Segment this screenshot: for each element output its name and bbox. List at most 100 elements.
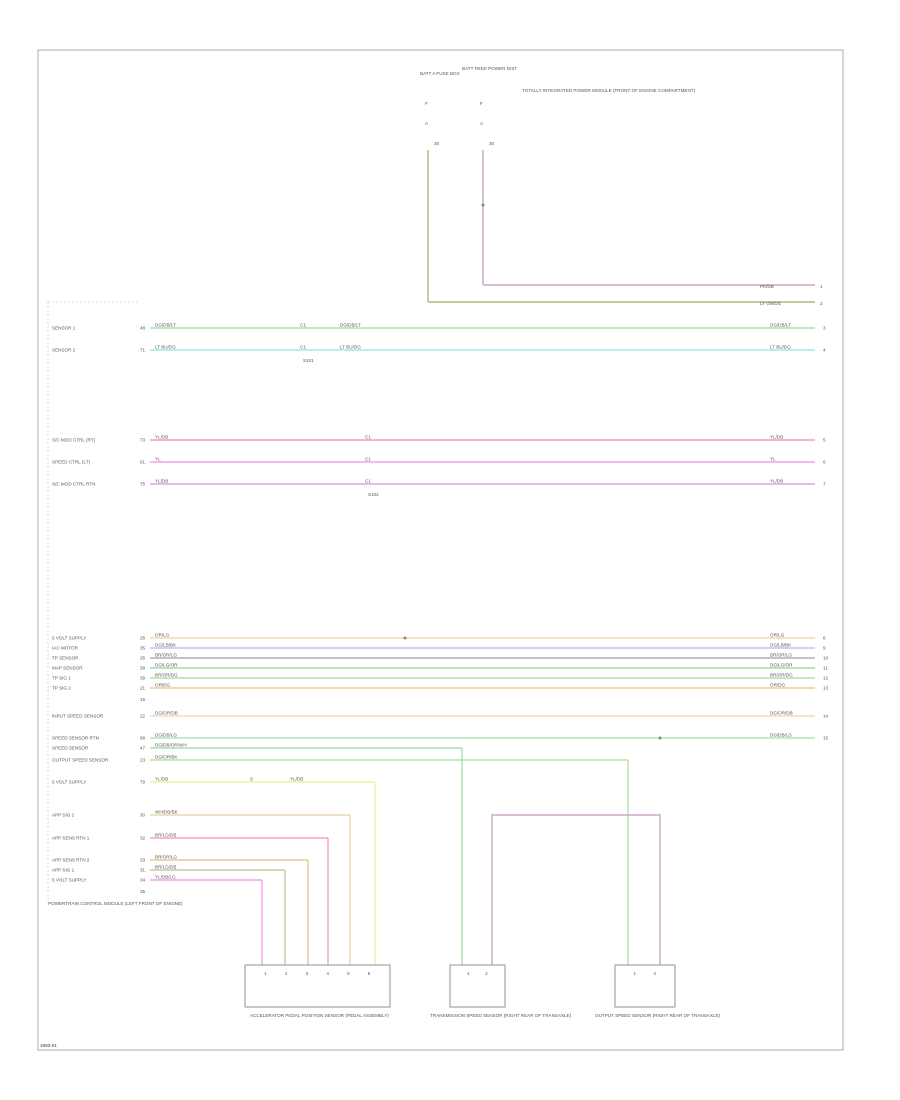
- sensor-1-mid: C1: [300, 323, 306, 328]
- ctrl-1-wire-label: YL/DB: [155, 435, 168, 440]
- ctrl-3-wire-right: YL/DB: [770, 479, 783, 484]
- output-sensor-label: OUTPUT SPEED SENSOR (RIGHT REAR OF TRANS…: [595, 1013, 721, 1018]
- pcm-4-pin: 38: [140, 666, 146, 671]
- app-4-label: APP SIG 1: [52, 868, 75, 873]
- input-2-wire-right: DG/DB/LG: [770, 733, 792, 738]
- pedal-pin-3: 3: [306, 971, 309, 976]
- input-1-wire-right: DG/OR/DB: [770, 711, 793, 716]
- feed-1-term: 1: [820, 284, 823, 289]
- pcm-1-wire-right: OR/LG: [770, 633, 785, 638]
- input-3-pin: 47: [140, 746, 146, 751]
- input-5-mid: S: [250, 777, 253, 782]
- input-2-term: 15: [823, 736, 829, 741]
- app-3-label: APP SENS RTN 2: [52, 858, 90, 863]
- top-note: TOTALLY INTEGRATED POWER MODULE (FRONT O…: [522, 88, 696, 93]
- sensor-2-label: SENSOR 2: [52, 348, 76, 353]
- input-2-pin: 68: [140, 736, 146, 741]
- pedal-pin-4: 4: [326, 971, 329, 976]
- feed-2-wire-label: LT GN/DG: [760, 301, 782, 306]
- sensor-2-wire-right: LT BU/DG: [770, 345, 791, 350]
- diagram-frame: [37, 49, 844, 1051]
- input-5-wire-mid: YL/DB: [290, 777, 303, 782]
- pcm-1-pin: 26: [140, 636, 146, 641]
- sensor-2-splice: S101: [303, 358, 314, 363]
- extra-pin: 16: [140, 697, 146, 702]
- ctrl-2-term: 6: [823, 460, 826, 465]
- pcm-label: POWERTRAIN CONTROL MODULE (LEFT FRONT OF…: [48, 901, 183, 906]
- pcm-4-term: 11: [823, 666, 828, 671]
- pcm-6-label: TP SIG 2: [52, 686, 71, 691]
- fuse-box-right-circuit: A: [480, 121, 484, 126]
- sensor-return-wire: [491, 814, 661, 965]
- pedal-pin-1: 1: [264, 971, 267, 976]
- sensor-1-wire-label: DG/DB/LT: [155, 323, 176, 328]
- trans-sensor-box: [449, 964, 506, 1008]
- sensor-1-term: 3: [823, 326, 826, 331]
- input-2-label: SPEED SENSOR RTN: [52, 736, 99, 741]
- input-1-wire-label: DG/OR/DB: [155, 711, 178, 716]
- pcm-3-term: 10: [823, 656, 829, 661]
- input-5-wire-label: YL/DB: [155, 777, 168, 782]
- pcm-2-wire-right: DG/LB/BK: [770, 643, 792, 648]
- ctrl-3-term: 7: [823, 482, 826, 487]
- pcm-4-wire-label: DG/LG/OR: [155, 663, 178, 668]
- ctrl-1-pin: 73: [140, 438, 146, 443]
- sensor-2-term: 4: [823, 348, 826, 353]
- input-2-splice-dot: [658, 736, 662, 740]
- pcm-5-wire-right: BR/OR/DG: [770, 673, 793, 678]
- trans-sensor-pin-2: 2: [485, 971, 488, 976]
- pcm-6-wire-label: OR/DG: [155, 683, 170, 688]
- app-5-wire-label: YL/DB/LG: [155, 875, 176, 880]
- fuse-box-right-fuse: 30: [489, 141, 495, 146]
- ctrl-2-wire-label: YL: [155, 457, 161, 462]
- input-2-wire-label: DG/DB/LG: [155, 733, 177, 738]
- pcm-5-label: TP SIG 1: [52, 676, 71, 681]
- fuse-box-right-pin: F: [480, 101, 483, 106]
- ctrl-2-wire-right: YL: [770, 457, 776, 462]
- input-5-label: 5 VOLT SUPPLY: [52, 780, 86, 785]
- ctrl-2-mid: C1: [365, 457, 371, 462]
- input-4-label: OUTPUT SPEED SENSOR: [52, 758, 109, 763]
- pcm-1-term: 8: [823, 636, 826, 641]
- input-1-term: 14: [823, 714, 829, 719]
- input-1-pin: 22: [140, 714, 146, 719]
- trans-sensor-label: TRANSMISSION SPEED SENSOR (RIGHT REAR OF…: [430, 1013, 572, 1018]
- app-2-wire-label: BR/LG/DB: [155, 833, 176, 838]
- ctrl-3-mid: C1: [365, 479, 371, 484]
- top-feed-wires: [427, 150, 815, 303]
- ctrl-3-wire-label: YL/DB: [155, 479, 168, 484]
- pcm-6-wire-right: OR/DG: [770, 683, 785, 688]
- ctrl-2-pin: 61: [140, 460, 146, 465]
- app-3-wire-label: BR/OR/LG: [155, 855, 177, 860]
- sensor-1-wire-mid: DG/DB/LT: [340, 323, 361, 328]
- pcm-6-pin: 21: [140, 686, 146, 691]
- app-1-pin: 30: [140, 813, 146, 818]
- pcm-2-label: IAC MOTOR: [52, 646, 79, 651]
- ctrl-1-mid: C1: [365, 435, 371, 440]
- pedal-label: ACCELERATOR PEDAL POSITION SENSOR (PEDAL…: [250, 1013, 389, 1018]
- app-2-pin: 32: [140, 836, 146, 841]
- ctrl-3-label: S/C MOD CTRL RTN: [52, 482, 95, 487]
- trans-sensor-pin-1: 1: [467, 971, 470, 976]
- app-5-label: 5 VOLT SUPPLY: [52, 878, 86, 883]
- sensor-2-mid: C1: [300, 345, 306, 350]
- pedal-pin-5: 5: [347, 971, 350, 976]
- pcm-3-pin: 25: [140, 656, 146, 661]
- pcm-1-splice-dot: [403, 636, 407, 640]
- ctrl-1-wire-right: YL/DB: [770, 435, 783, 440]
- ctrl-2-label: SPEED CTRL (LT): [52, 460, 91, 465]
- app-3-pin: 33: [140, 858, 146, 863]
- input-4-wire-label: DG/OR/BK: [155, 755, 178, 760]
- pcm-2-pin: 35: [140, 646, 146, 651]
- splice-dot: [481, 203, 485, 207]
- sensor-2-pin: 71: [140, 348, 146, 353]
- app-1-label: APP SIG 2: [52, 813, 75, 818]
- sensor-1-pin: 48: [140, 326, 146, 331]
- output-sensor-pin-1: 1: [634, 971, 637, 976]
- fuse-box-left-circuit: A: [425, 121, 429, 126]
- pedal-pin-2: 2: [285, 971, 288, 976]
